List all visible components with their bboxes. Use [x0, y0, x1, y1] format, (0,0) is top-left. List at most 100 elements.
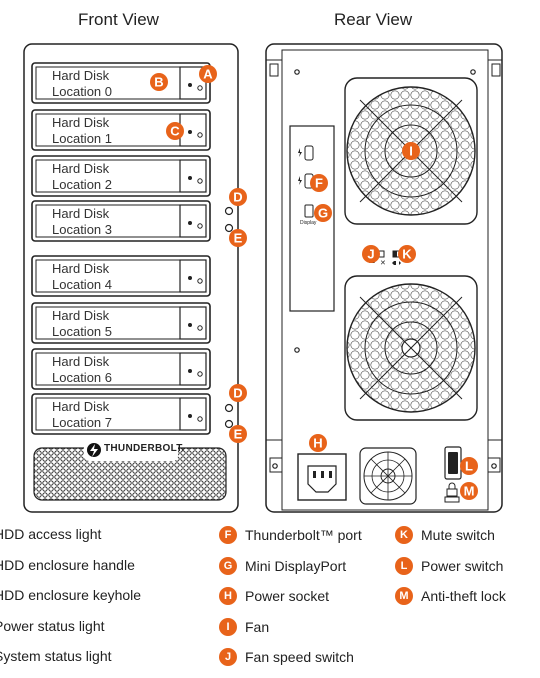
- drive-label-line2: Location 6: [52, 370, 112, 385]
- legend-text: HDD enclosure handle: [0, 557, 135, 573]
- legend-item: HDD enclosure handle: [0, 557, 135, 573]
- svg-text:✕: ✕: [380, 259, 386, 267]
- drive-label-line1: Hard Disk: [52, 115, 110, 130]
- front-status-lights: [224, 206, 234, 429]
- drive-label-line2: Location 2: [52, 177, 112, 192]
- legend-badge: J: [219, 648, 237, 666]
- thunderbolt-brand-text: THUNDERBOLT.: [104, 443, 185, 454]
- drive-label-line1: Hard Disk: [52, 161, 110, 176]
- drive-tray-0[interactable]: [31, 62, 211, 104]
- drive-label-line2: Location 7: [52, 415, 112, 430]
- callout-letter: D: [233, 386, 242, 401]
- callout-letter: F: [315, 176, 323, 191]
- drive-label-line2: Location 5: [52, 324, 112, 339]
- legend-text: Mute switch: [421, 527, 495, 543]
- rear-view-title: Rear View: [334, 10, 413, 29]
- legend-item: K Mute switch: [395, 526, 495, 544]
- legend-text: Power status light: [0, 618, 105, 634]
- legend-badge: G: [219, 557, 237, 575]
- bottom-fan: [344, 275, 478, 421]
- callout-letter: K: [402, 247, 412, 262]
- drive-label-line1: Hard Disk: [52, 206, 110, 221]
- drive-tray-3[interactable]: [31, 200, 211, 242]
- drive-tray-7[interactable]: [31, 393, 211, 435]
- legend-text: Anti-theft lock: [421, 588, 506, 604]
- drive-label-line1: Hard Disk: [52, 261, 110, 276]
- callout-c: C: [166, 122, 184, 140]
- callout-m: M: [460, 482, 478, 500]
- callout-g: G: [314, 204, 332, 222]
- callout-letter: H: [313, 436, 322, 451]
- callout-letter: M: [464, 484, 475, 499]
- legend-text: Fan speed switch: [245, 649, 354, 665]
- mini-displayport-icon: [304, 204, 314, 218]
- callout-d: D: [229, 384, 247, 402]
- legend-item: HDD access light: [0, 526, 101, 542]
- callout-d: D: [229, 188, 247, 206]
- legend-text: Power socket: [245, 588, 330, 604]
- legend-item: L Power switch: [395, 557, 503, 575]
- power-switch-icon: [444, 446, 462, 480]
- legend-item: System status light: [0, 648, 112, 664]
- drive-label-line1: Hard Disk: [52, 399, 110, 414]
- callout-k: K: [398, 245, 416, 263]
- drive-label-line1: Hard Disk: [52, 68, 110, 83]
- drive-label-line2: Location 4: [52, 277, 112, 292]
- callout-letter: E: [234, 231, 243, 246]
- callout-letter: C: [170, 124, 180, 139]
- legend-text: HDD access light: [0, 526, 102, 542]
- legend-item: Power status light: [0, 618, 105, 634]
- front-vent-grille: [33, 439, 227, 501]
- drive-tray-4[interactable]: [31, 255, 211, 297]
- callout-letter: B: [154, 75, 163, 90]
- legend-text: HDD enclosure keyhole: [0, 587, 142, 603]
- callout-b: B: [150, 73, 168, 91]
- callout-l: L: [460, 457, 478, 475]
- drive-tray-5[interactable]: [31, 302, 211, 344]
- callout-i: I: [402, 142, 420, 160]
- legend-badge: M: [395, 587, 413, 605]
- display-port-label: Display: [300, 220, 317, 226]
- callout-e: E: [229, 425, 247, 443]
- thunderbolt-logo-icon: [87, 443, 101, 457]
- callout-letter: G: [318, 206, 328, 221]
- legend-item: G Mini DisplayPort: [219, 557, 346, 575]
- drive-label-line2: Location 1: [52, 131, 112, 146]
- legend-badge: H: [219, 587, 237, 605]
- legend-text: Thunderbolt™ port: [245, 527, 362, 543]
- anti-theft-lock-icon: [444, 482, 460, 503]
- legend-item: M Anti-theft lock: [395, 587, 506, 605]
- drive-label-line2: Location 0: [52, 84, 112, 99]
- drive-label-line1: Hard Disk: [52, 308, 110, 323]
- drive-tray-1[interactable]: [31, 109, 211, 151]
- power-socket-icon: [297, 453, 347, 501]
- legend-badge: L: [395, 557, 413, 575]
- legend-text: Fan: [245, 619, 270, 635]
- drive-label-line2: Location 3: [52, 222, 112, 237]
- drive-bays: [31, 62, 211, 435]
- callout-letter: A: [203, 67, 213, 82]
- callout-j: J: [362, 245, 380, 263]
- legend-text: Mini DisplayPort: [245, 558, 347, 574]
- legend-item: J Fan speed switch: [219, 648, 354, 666]
- callout-f: F: [310, 174, 328, 192]
- callout-letter: D: [233, 190, 242, 205]
- drive-tray-2[interactable]: [31, 155, 211, 197]
- callout-h: H: [309, 434, 327, 452]
- callout-a: A: [199, 65, 217, 83]
- drive-tray-6[interactable]: [31, 348, 211, 390]
- psu-fan-icon: [359, 447, 417, 505]
- legend-badge: K: [395, 526, 413, 544]
- legend-text: Power switch: [421, 558, 504, 574]
- callout-markers: A B C D E D E FG H I J K LM: [150, 65, 478, 500]
